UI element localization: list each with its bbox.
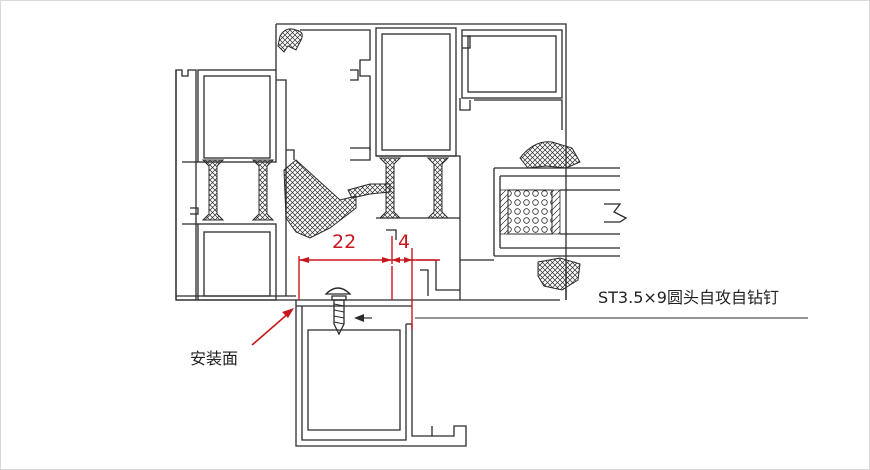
middle-seal	[283, 159, 391, 239]
sub-frame	[295, 300, 467, 447]
top-gasket	[277, 28, 303, 53]
sash-profile	[275, 23, 567, 300]
screw-icon	[324, 287, 372, 336]
dimension-4-label: 4	[398, 231, 410, 253]
thermal-break-right	[378, 157, 450, 219]
thermal-break-left	[201, 159, 275, 221]
frame-profile	[175, 69, 560, 301]
dimension-22-label: 22	[332, 231, 356, 253]
dimension-lines	[298, 236, 440, 330]
mount-surface-label: 安装面	[190, 349, 238, 368]
mount-surface-pointer	[251, 308, 294, 346]
glass-unit	[493, 141, 628, 291]
screw-spec-label: ST3.5×9圆头自攻自钻钉	[598, 288, 779, 307]
